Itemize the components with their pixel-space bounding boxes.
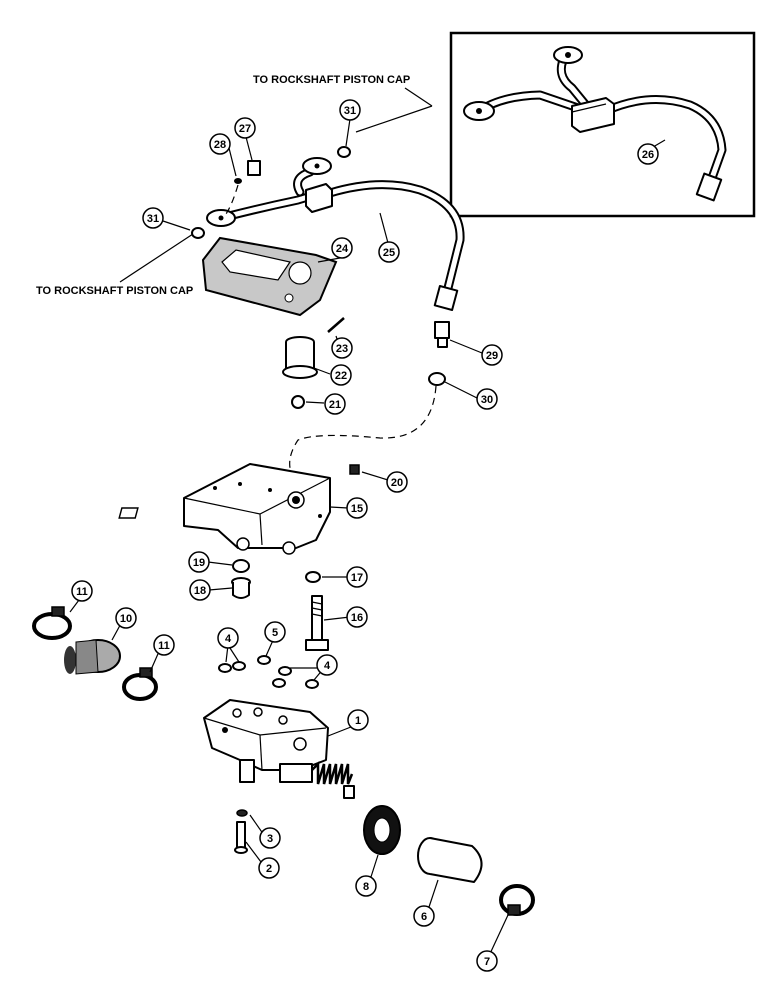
callout-3: 3 xyxy=(259,827,281,849)
svg-text:8: 8 xyxy=(363,881,369,893)
callout-7: 7 xyxy=(476,950,498,972)
label-to-rockshaft-top: TO ROCKSHAFT PISTON CAP xyxy=(253,74,410,86)
callout-10: 10 xyxy=(115,607,137,629)
callout-4-right: 4 xyxy=(316,654,338,676)
svg-text:2: 2 xyxy=(266,863,272,875)
plug-18 xyxy=(231,577,251,599)
callout-4-left: 4 xyxy=(217,627,239,649)
svg-text:17: 17 xyxy=(351,572,363,584)
clamp-7 xyxy=(499,884,535,916)
callout-2: 2 xyxy=(258,857,280,879)
callout-25: 25 xyxy=(378,241,400,263)
callout-26: 26 xyxy=(642,149,654,161)
hose-clamp-11-right xyxy=(122,667,158,701)
svg-text:25: 25 xyxy=(383,247,395,259)
callout-31-top: 31 xyxy=(339,99,361,121)
svg-text:18: 18 xyxy=(194,585,206,597)
svg-text:5: 5 xyxy=(272,627,278,639)
callout-24: 24 xyxy=(331,237,353,259)
callout-5: 5 xyxy=(264,621,286,643)
callout-20: 20 xyxy=(386,471,408,493)
svg-text:6: 6 xyxy=(421,911,427,923)
callout-21: 21 xyxy=(324,393,346,415)
svg-text:4: 4 xyxy=(225,633,232,645)
callout-17: 17 xyxy=(346,566,368,588)
label-to-rockshaft-left: TO ROCKSHAFT PISTON CAP xyxy=(36,285,193,297)
svg-text:10: 10 xyxy=(120,613,132,625)
callout-11-right: 11 xyxy=(153,634,175,656)
valve-block-15 xyxy=(118,463,331,555)
sleeve-22 xyxy=(282,336,318,379)
svg-text:3: 3 xyxy=(267,833,273,845)
svg-text:15: 15 xyxy=(351,503,363,515)
callout-18: 18 xyxy=(189,579,211,601)
callout-16: 16 xyxy=(346,606,368,628)
hose-10 xyxy=(64,639,121,675)
svg-text:21: 21 xyxy=(329,399,341,411)
callout-19: 19 xyxy=(188,551,210,573)
boot-6 xyxy=(417,837,483,883)
svg-text:22: 22 xyxy=(335,370,347,382)
callout-30: 30 xyxy=(476,388,498,410)
callout-bubble xyxy=(637,143,659,165)
svg-text:7: 7 xyxy=(484,956,490,968)
valve-body-1 xyxy=(203,699,355,799)
callout-22: 22 xyxy=(330,364,352,386)
tube-assembly-25 xyxy=(206,157,465,311)
fitting-29 xyxy=(434,321,450,348)
svg-text:24: 24 xyxy=(336,243,349,255)
gasket-24 xyxy=(201,236,338,317)
callout-27: 27 xyxy=(234,117,256,139)
callout-23: 23 xyxy=(331,337,353,359)
leader-lines xyxy=(69,118,509,959)
callout-8: 8 xyxy=(355,875,377,897)
bolt-16 xyxy=(305,595,329,651)
svg-text:30: 30 xyxy=(481,394,493,406)
svg-text:1: 1 xyxy=(355,715,361,727)
seal-8 xyxy=(363,805,401,855)
svg-text:20: 20 xyxy=(391,477,403,489)
callout-11-left: 11 xyxy=(71,580,93,602)
svg-text:16: 16 xyxy=(351,612,363,624)
svg-text:27: 27 xyxy=(239,123,251,135)
svg-text:23: 23 xyxy=(336,343,348,355)
svg-text:29: 29 xyxy=(486,350,498,362)
callout-1: 1 xyxy=(347,709,369,731)
callout-31-left: 31 xyxy=(142,207,164,229)
svg-text:11: 11 xyxy=(158,640,170,652)
svg-text:31: 31 xyxy=(147,213,159,225)
svg-text:31: 31 xyxy=(344,105,356,117)
callout-28: 28 xyxy=(209,133,231,155)
hose-clamp-11-left xyxy=(32,606,72,640)
callout-6: 6 xyxy=(413,905,435,927)
svg-text:28: 28 xyxy=(214,139,226,151)
svg-text:19: 19 xyxy=(193,557,205,569)
callout-15: 15 xyxy=(346,497,368,519)
svg-text:4: 4 xyxy=(324,660,331,672)
inset-box: 26 xyxy=(449,31,756,218)
callout-29: 29 xyxy=(481,344,503,366)
svg-text:11: 11 xyxy=(76,586,88,598)
